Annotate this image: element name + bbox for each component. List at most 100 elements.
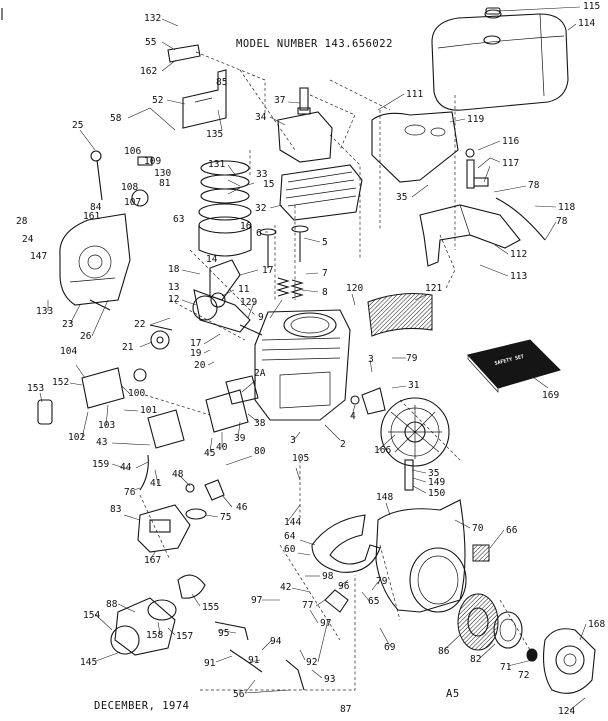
part-label: 4 — [350, 411, 356, 422]
part-label: 114 — [578, 18, 595, 29]
part-label: 105 — [292, 453, 309, 464]
part-label: 111 — [406, 89, 423, 100]
part-label: 31 — [408, 380, 420, 391]
part-label: 108 — [121, 182, 138, 193]
part-label: 166 — [374, 445, 391, 456]
engine-block — [254, 309, 351, 421]
part-label: 41 — [150, 478, 162, 489]
part-label: 24 — [22, 234, 34, 245]
part-label: 168 — [588, 619, 605, 630]
muffler — [37, 367, 125, 425]
decal — [472, 544, 490, 562]
part-label: 112 — [510, 249, 527, 260]
part-label: 35 — [428, 468, 439, 479]
part-label: 78 — [556, 216, 568, 227]
head-shield — [277, 111, 333, 163]
part-label: 88 — [106, 599, 118, 610]
mount-bracket — [419, 204, 521, 267]
part-label: 66 — [506, 525, 518, 536]
part-label: 21 — [122, 342, 134, 353]
part-label: 2 — [340, 439, 346, 450]
part-label: 159 — [92, 459, 109, 470]
part-label: 35 — [396, 192, 407, 203]
part-label: 55 — [145, 37, 156, 48]
part-label: 23 — [62, 319, 73, 330]
part-label: 144 — [284, 517, 301, 528]
part-label: 104 — [60, 346, 77, 357]
part-label: 64 — [284, 531, 296, 542]
part-label: 80 — [254, 446, 266, 457]
part-label: 78 — [528, 180, 540, 191]
part-label: 65 — [368, 596, 379, 607]
part-label: 17 — [262, 265, 273, 276]
part-label: 132 — [144, 13, 161, 24]
intake-tube — [139, 454, 149, 491]
part-label: 154 — [83, 610, 100, 621]
part-label: 116 — [502, 136, 519, 147]
part-label: 102 — [68, 432, 85, 443]
part-label: 25 — [72, 120, 83, 131]
part-label: 97 — [251, 595, 262, 606]
crankcase-cover — [59, 213, 131, 306]
part-label: 5 — [322, 237, 328, 248]
base-shroud — [311, 514, 381, 573]
part-callouts: 132 55 162 52 85 58 135 37 34 111 119 11… — [16, 1, 605, 717]
crankshaft — [192, 289, 263, 336]
part-label: 48 — [172, 469, 184, 480]
part-label: 77 — [302, 600, 313, 611]
part-label: 45 — [204, 448, 215, 459]
part-label: 87 — [340, 704, 351, 715]
part-label: 85 — [216, 77, 227, 88]
part-label: 162 — [140, 66, 157, 77]
part-label: 13 — [168, 282, 179, 293]
part-label: 28 — [16, 216, 28, 227]
part-label: 150 — [428, 488, 445, 499]
piston-assembly — [198, 160, 252, 257]
part-label: 100 — [128, 388, 145, 399]
small-hardware — [89, 156, 414, 691]
part-label: 79 — [406, 353, 418, 364]
dipstick-tube — [90, 150, 103, 201]
part-label: 91 — [248, 655, 260, 666]
part-label: 167 — [144, 555, 161, 566]
part-label: 131 — [208, 159, 225, 170]
part-label: 40 — [216, 442, 228, 453]
part-label: 157 — [176, 631, 193, 642]
part-label: 149 — [428, 477, 445, 488]
tank-bracket — [371, 111, 459, 183]
part-label: 92 — [306, 657, 317, 668]
part-label: 124 — [558, 706, 575, 717]
part-label: 14 — [206, 254, 218, 265]
part-label: 60 — [284, 544, 296, 555]
part-label: 83 — [110, 504, 121, 515]
leader-lines — [39, 6, 587, 711]
part-label: 130 — [154, 168, 171, 179]
part-label: 9 — [258, 312, 264, 323]
part-label: 119 — [467, 114, 484, 125]
part-label: 11 — [238, 284, 250, 295]
intake-gaskets — [147, 375, 259, 449]
part-label: 63 — [173, 214, 184, 225]
part-label: 133 — [36, 306, 53, 317]
part-label: 18 — [168, 264, 180, 275]
part-label: 79 — [376, 576, 388, 587]
part-label: 43 — [96, 437, 107, 448]
starter-cup — [493, 611, 523, 649]
owners-manual: SAFETY SET — [467, 339, 561, 393]
part-label: 115 — [583, 1, 600, 12]
valves — [259, 225, 309, 268]
part-label: 38 — [254, 418, 266, 429]
part-label: 17 — [190, 338, 201, 349]
footer-sheet-code: A5 — [446, 688, 460, 700]
part-label: 33 — [256, 169, 267, 180]
part-label: 3 — [290, 435, 296, 446]
part-label: 2A — [254, 368, 266, 379]
part-label: 15 — [263, 179, 274, 190]
carburetor — [137, 504, 191, 553]
spark-plug — [297, 87, 311, 115]
part-label: 26 — [80, 331, 92, 342]
part-label: 37 — [274, 95, 285, 106]
part-label: 20 — [194, 360, 206, 371]
part-label: 91 — [204, 658, 216, 669]
part-label: 75 — [220, 512, 231, 523]
